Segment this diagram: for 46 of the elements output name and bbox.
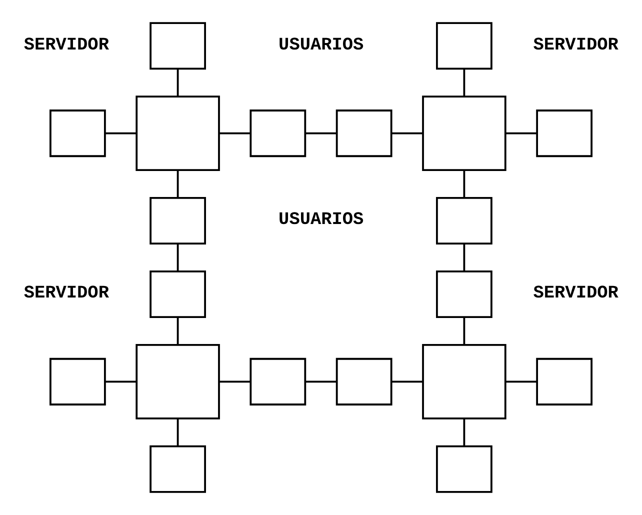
label: SERVIDOR xyxy=(24,35,109,56)
node-box xyxy=(436,22,492,70)
connector xyxy=(305,132,336,134)
connector xyxy=(105,380,136,383)
node-box xyxy=(136,96,220,172)
node-box xyxy=(150,197,206,244)
node-box xyxy=(250,110,306,158)
node-box xyxy=(536,110,592,158)
node-box xyxy=(150,445,206,493)
node-box xyxy=(136,344,220,420)
label: USUARIOS xyxy=(278,35,364,56)
connector xyxy=(463,418,466,446)
label: USUARIOS xyxy=(278,210,364,230)
node-box xyxy=(422,344,506,420)
node-box xyxy=(336,110,392,158)
connector xyxy=(506,132,537,134)
label: SERVIDOR xyxy=(533,35,618,56)
connector xyxy=(176,418,179,446)
connector xyxy=(463,244,466,272)
connector xyxy=(176,170,179,198)
connector xyxy=(463,317,466,345)
node-box xyxy=(150,270,206,318)
node-box xyxy=(50,358,106,406)
node-box xyxy=(536,358,592,406)
connector xyxy=(506,380,537,383)
connector xyxy=(176,69,179,96)
connector xyxy=(176,317,179,345)
node-box xyxy=(436,445,492,493)
connector xyxy=(391,380,423,383)
label: SERVIDOR xyxy=(24,284,109,304)
connector xyxy=(391,132,423,134)
node-box xyxy=(436,197,492,244)
node-box xyxy=(336,358,392,406)
node-box xyxy=(422,96,506,172)
node-box xyxy=(150,22,206,70)
connector xyxy=(219,380,250,383)
node-box xyxy=(250,358,306,406)
connector xyxy=(463,69,466,96)
connector xyxy=(105,132,136,134)
connector xyxy=(219,132,250,134)
label: SERVIDOR xyxy=(533,284,618,304)
node-box xyxy=(50,110,106,158)
connector xyxy=(176,244,179,272)
connector xyxy=(463,170,466,198)
connector xyxy=(305,380,336,383)
node-box xyxy=(436,270,492,318)
